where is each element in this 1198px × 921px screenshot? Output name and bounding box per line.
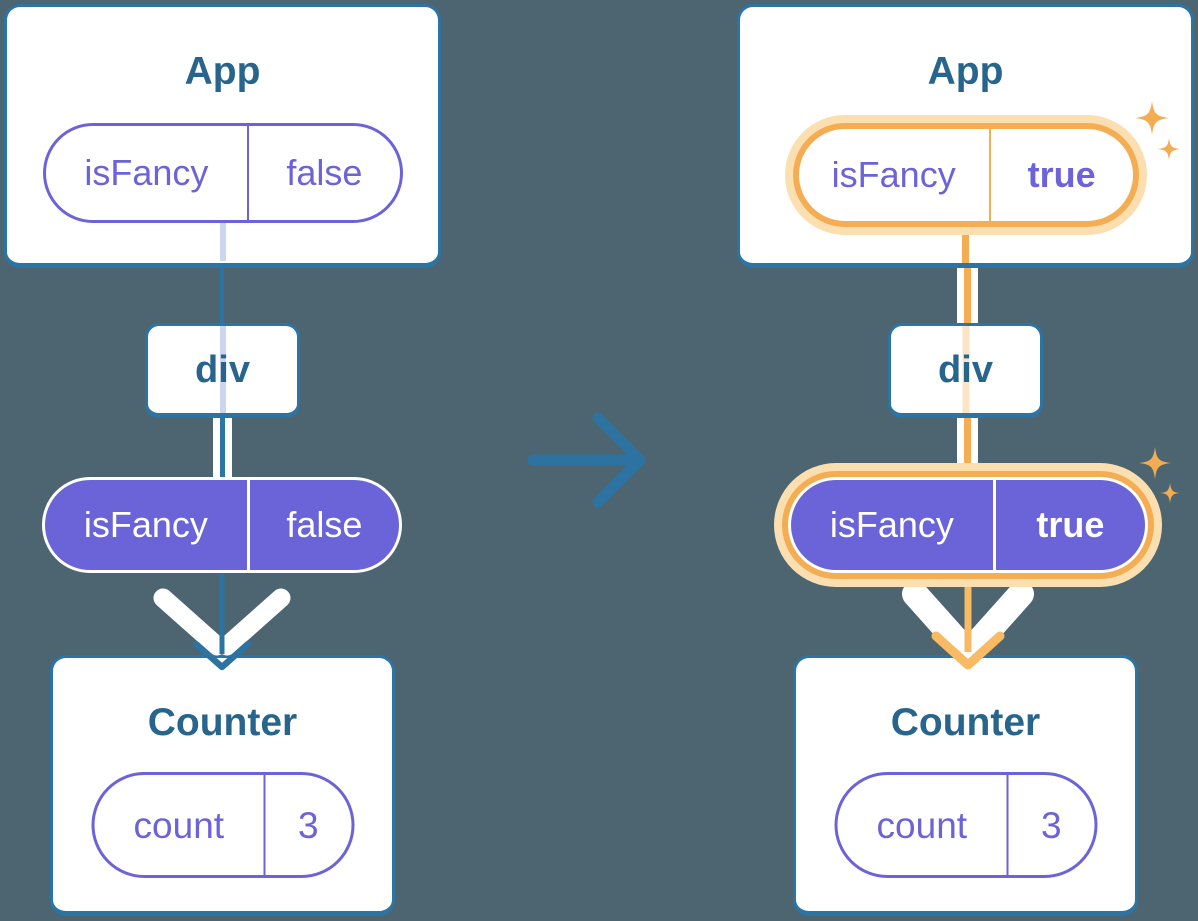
prop-line-through-div — [219, 326, 226, 413]
app-card: App isFancy true — [737, 4, 1194, 268]
prop-value: true — [988, 129, 1133, 221]
prop-value: false — [247, 126, 399, 220]
div-label: div — [195, 348, 250, 391]
counter-title: Counter — [147, 701, 298, 744]
counter-state-pill: count 3 — [834, 772, 1097, 878]
state-name: count — [133, 804, 225, 846]
counter-card: Counter count 3 — [793, 655, 1138, 916]
counter-state-pill: count 3 — [91, 772, 354, 878]
state-value: 3 — [1006, 775, 1094, 875]
connector-div-to-prop — [957, 418, 978, 478]
prop-name: isFancy — [83, 504, 208, 545]
div-node: div — [888, 323, 1043, 418]
app-title: App — [927, 50, 1004, 93]
app-card: App isFancy false — [4, 4, 441, 268]
flow-arrow-icon — [902, 580, 1034, 670]
app-title: App — [184, 50, 261, 93]
counter-title: Counter — [890, 701, 1041, 744]
prop-value: true — [992, 480, 1145, 570]
state-name: count — [876, 804, 968, 846]
transition-arrow-icon — [527, 412, 646, 508]
prop-name: isFancy — [829, 504, 954, 545]
prop-name: isFancy — [831, 154, 956, 195]
prop-line-inside-app — [962, 229, 969, 263]
div-label: div — [938, 348, 993, 391]
passed-prop-pill: isFancy false — [42, 477, 402, 573]
sparkle-icon — [1135, 101, 1180, 160]
prop-name: isFancy — [84, 152, 209, 193]
connector-app-to-div — [957, 268, 978, 323]
flow-arrow-icon — [153, 572, 291, 671]
app-prop-pill: isFancy false — [42, 123, 403, 223]
div-node: div — [145, 323, 300, 418]
prop-line-inside-app — [219, 219, 226, 261]
connector-div-to-prop — [213, 418, 232, 478]
counter-card: Counter count 3 — [50, 655, 395, 916]
passed-prop-pill-highlighted: isFancy true — [788, 477, 1148, 573]
state-value: 3 — [263, 775, 351, 875]
prop-value: false — [246, 480, 399, 570]
connector-app-to-div — [220, 268, 224, 323]
app-prop-pill-highlighted: isFancy true — [792, 123, 1139, 227]
prop-line-through-div — [962, 326, 969, 413]
sparkle-icon — [1139, 447, 1180, 503]
